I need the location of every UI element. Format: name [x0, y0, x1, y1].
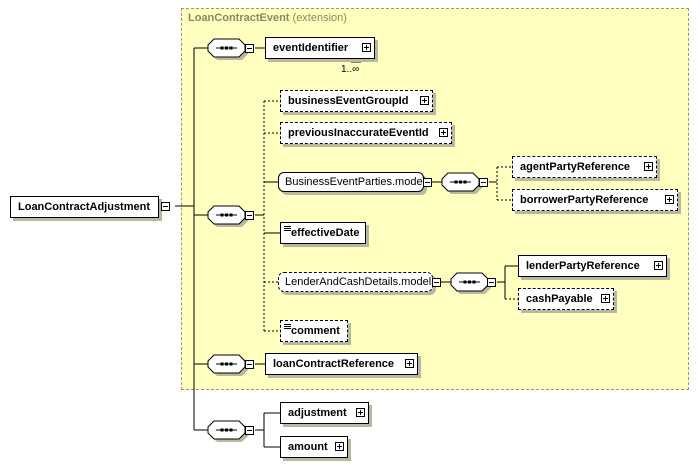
- collapse-icon[interactable]: [245, 426, 254, 435]
- lender-party-reference-element[interactable]: lenderPartyReference: [518, 255, 667, 277]
- sequence-dot: [220, 428, 224, 432]
- amount-label: amount: [288, 441, 328, 453]
- root-element[interactable]: LoanContractAdjustment: [10, 196, 159, 218]
- collapse-icon[interactable]: [432, 278, 441, 287]
- sequence-dot: [229, 213, 233, 217]
- expand-icon[interactable]: [420, 96, 429, 105]
- sequence-dot: [229, 46, 233, 50]
- sequence-dot: [229, 362, 233, 366]
- sequence-dot: [472, 280, 476, 284]
- event-identifier-label: eventIdentifier: [273, 42, 349, 54]
- comment-element[interactable]: comment: [280, 320, 348, 342]
- extension-suffix: (extension): [292, 12, 347, 24]
- lender-party-reference-label: lenderPartyReference: [526, 260, 640, 272]
- sequence-dot: [220, 213, 224, 217]
- borrower-party-reference-element[interactable]: borrowerPartyReference: [512, 189, 678, 211]
- collapse-icon[interactable]: [161, 202, 170, 211]
- agent-party-reference-label: agentPartyReference: [520, 161, 631, 173]
- cash-payable-label: cashPayable: [526, 293, 593, 305]
- sequence-dot: [225, 46, 228, 50]
- expand-icon[interactable]: [356, 408, 365, 417]
- collapse-icon[interactable]: [245, 360, 254, 369]
- text-content-icon: [284, 226, 291, 231]
- extension-title: LoanContractEvent (extension): [188, 12, 347, 24]
- sequence-dot: [454, 180, 458, 184]
- lender-and-cash-details-model-group[interactable]: LenderAndCashDetails.model: [278, 272, 433, 292]
- sequence-dot: [468, 280, 471, 284]
- expand-icon[interactable]: [665, 195, 674, 204]
- previous-inaccurate-event-id-label: previousInaccurateEventId: [288, 127, 429, 139]
- loan-contract-reference-label: loanContractReference: [273, 358, 395, 370]
- business-event-parties-model-group[interactable]: BusinessEventParties.model: [278, 172, 426, 192]
- collapse-icon[interactable]: [245, 211, 254, 220]
- collapse-icon[interactable]: [245, 44, 254, 53]
- expand-icon[interactable]: [601, 294, 610, 303]
- collapse-icon[interactable]: [423, 178, 432, 187]
- amount-element[interactable]: amount: [280, 436, 348, 458]
- expand-icon[interactable]: [362, 43, 371, 52]
- comment-label: comment: [291, 325, 340, 337]
- sequence-dot: [463, 180, 467, 184]
- effective-date-element[interactable]: effectiveDate: [280, 222, 366, 244]
- sequence-dot: [459, 180, 462, 184]
- agent-party-reference-element[interactable]: agentPartyReference: [512, 156, 657, 178]
- event-identifier-element[interactable]: eventIdentifier: [265, 37, 375, 59]
- business-event-parties-model-label: BusinessEventParties.model: [285, 176, 426, 188]
- business-event-group-id-label: businessEventGroupId: [288, 95, 409, 107]
- text-content-icon: [284, 324, 291, 329]
- sequence-dot: [225, 213, 228, 217]
- expand-icon[interactable]: [405, 359, 414, 368]
- event-identifier-cardinality: 1..∞: [341, 64, 360, 75]
- adjustment-element[interactable]: adjustment: [280, 402, 369, 424]
- root-label: LoanContractAdjustment: [18, 201, 150, 213]
- adjustment-label: adjustment: [288, 407, 347, 419]
- effective-date-label: effectiveDate: [291, 227, 360, 239]
- borrower-party-reference-label: borrowerPartyReference: [520, 194, 649, 206]
- collapse-icon[interactable]: [479, 178, 488, 187]
- expand-icon[interactable]: [644, 162, 653, 171]
- sequence-dot: [463, 280, 467, 284]
- lender-and-cash-details-model-label: LenderAndCashDetails.model: [285, 276, 432, 288]
- previous-inaccurate-event-id-element[interactable]: previousInaccurateEventId: [280, 122, 452, 144]
- expand-icon[interactable]: [654, 261, 663, 270]
- sequence-dot: [225, 428, 228, 432]
- sequence-dot: [220, 362, 224, 366]
- cash-payable-element[interactable]: cashPayable: [518, 288, 614, 310]
- sequence-dot: [229, 428, 233, 432]
- collapse-icon[interactable]: [487, 278, 496, 287]
- business-event-group-id-element[interactable]: businessEventGroupId: [280, 90, 433, 112]
- sequence-dot: [220, 46, 224, 50]
- expand-icon[interactable]: [335, 442, 344, 451]
- sequence-dot: [225, 362, 228, 366]
- expand-icon[interactable]: [439, 128, 448, 137]
- extension-name: LoanContractEvent: [188, 12, 290, 24]
- loan-contract-reference-element[interactable]: loanContractReference: [265, 353, 418, 375]
